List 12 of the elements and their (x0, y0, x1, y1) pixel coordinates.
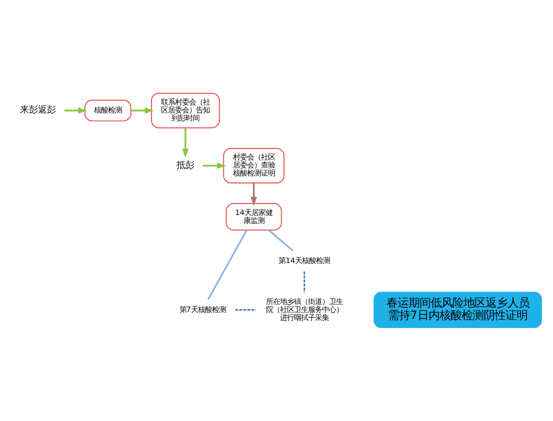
connector (268, 229, 294, 252)
node-text: 抵彭 (176, 160, 194, 171)
arrow (64, 107, 88, 114)
arrow (130, 107, 154, 114)
arrow (250, 183, 258, 206)
connector (235, 309, 256, 311)
connector (304, 272, 306, 292)
arrow (182, 128, 189, 158)
node-box: 春运期间低风险地区返乡人员需持7日内核酸检测阴性证明 (374, 292, 542, 328)
arrow (202, 162, 226, 169)
node-text: 来彭返彭 (20, 104, 56, 116)
connector (207, 230, 248, 300)
